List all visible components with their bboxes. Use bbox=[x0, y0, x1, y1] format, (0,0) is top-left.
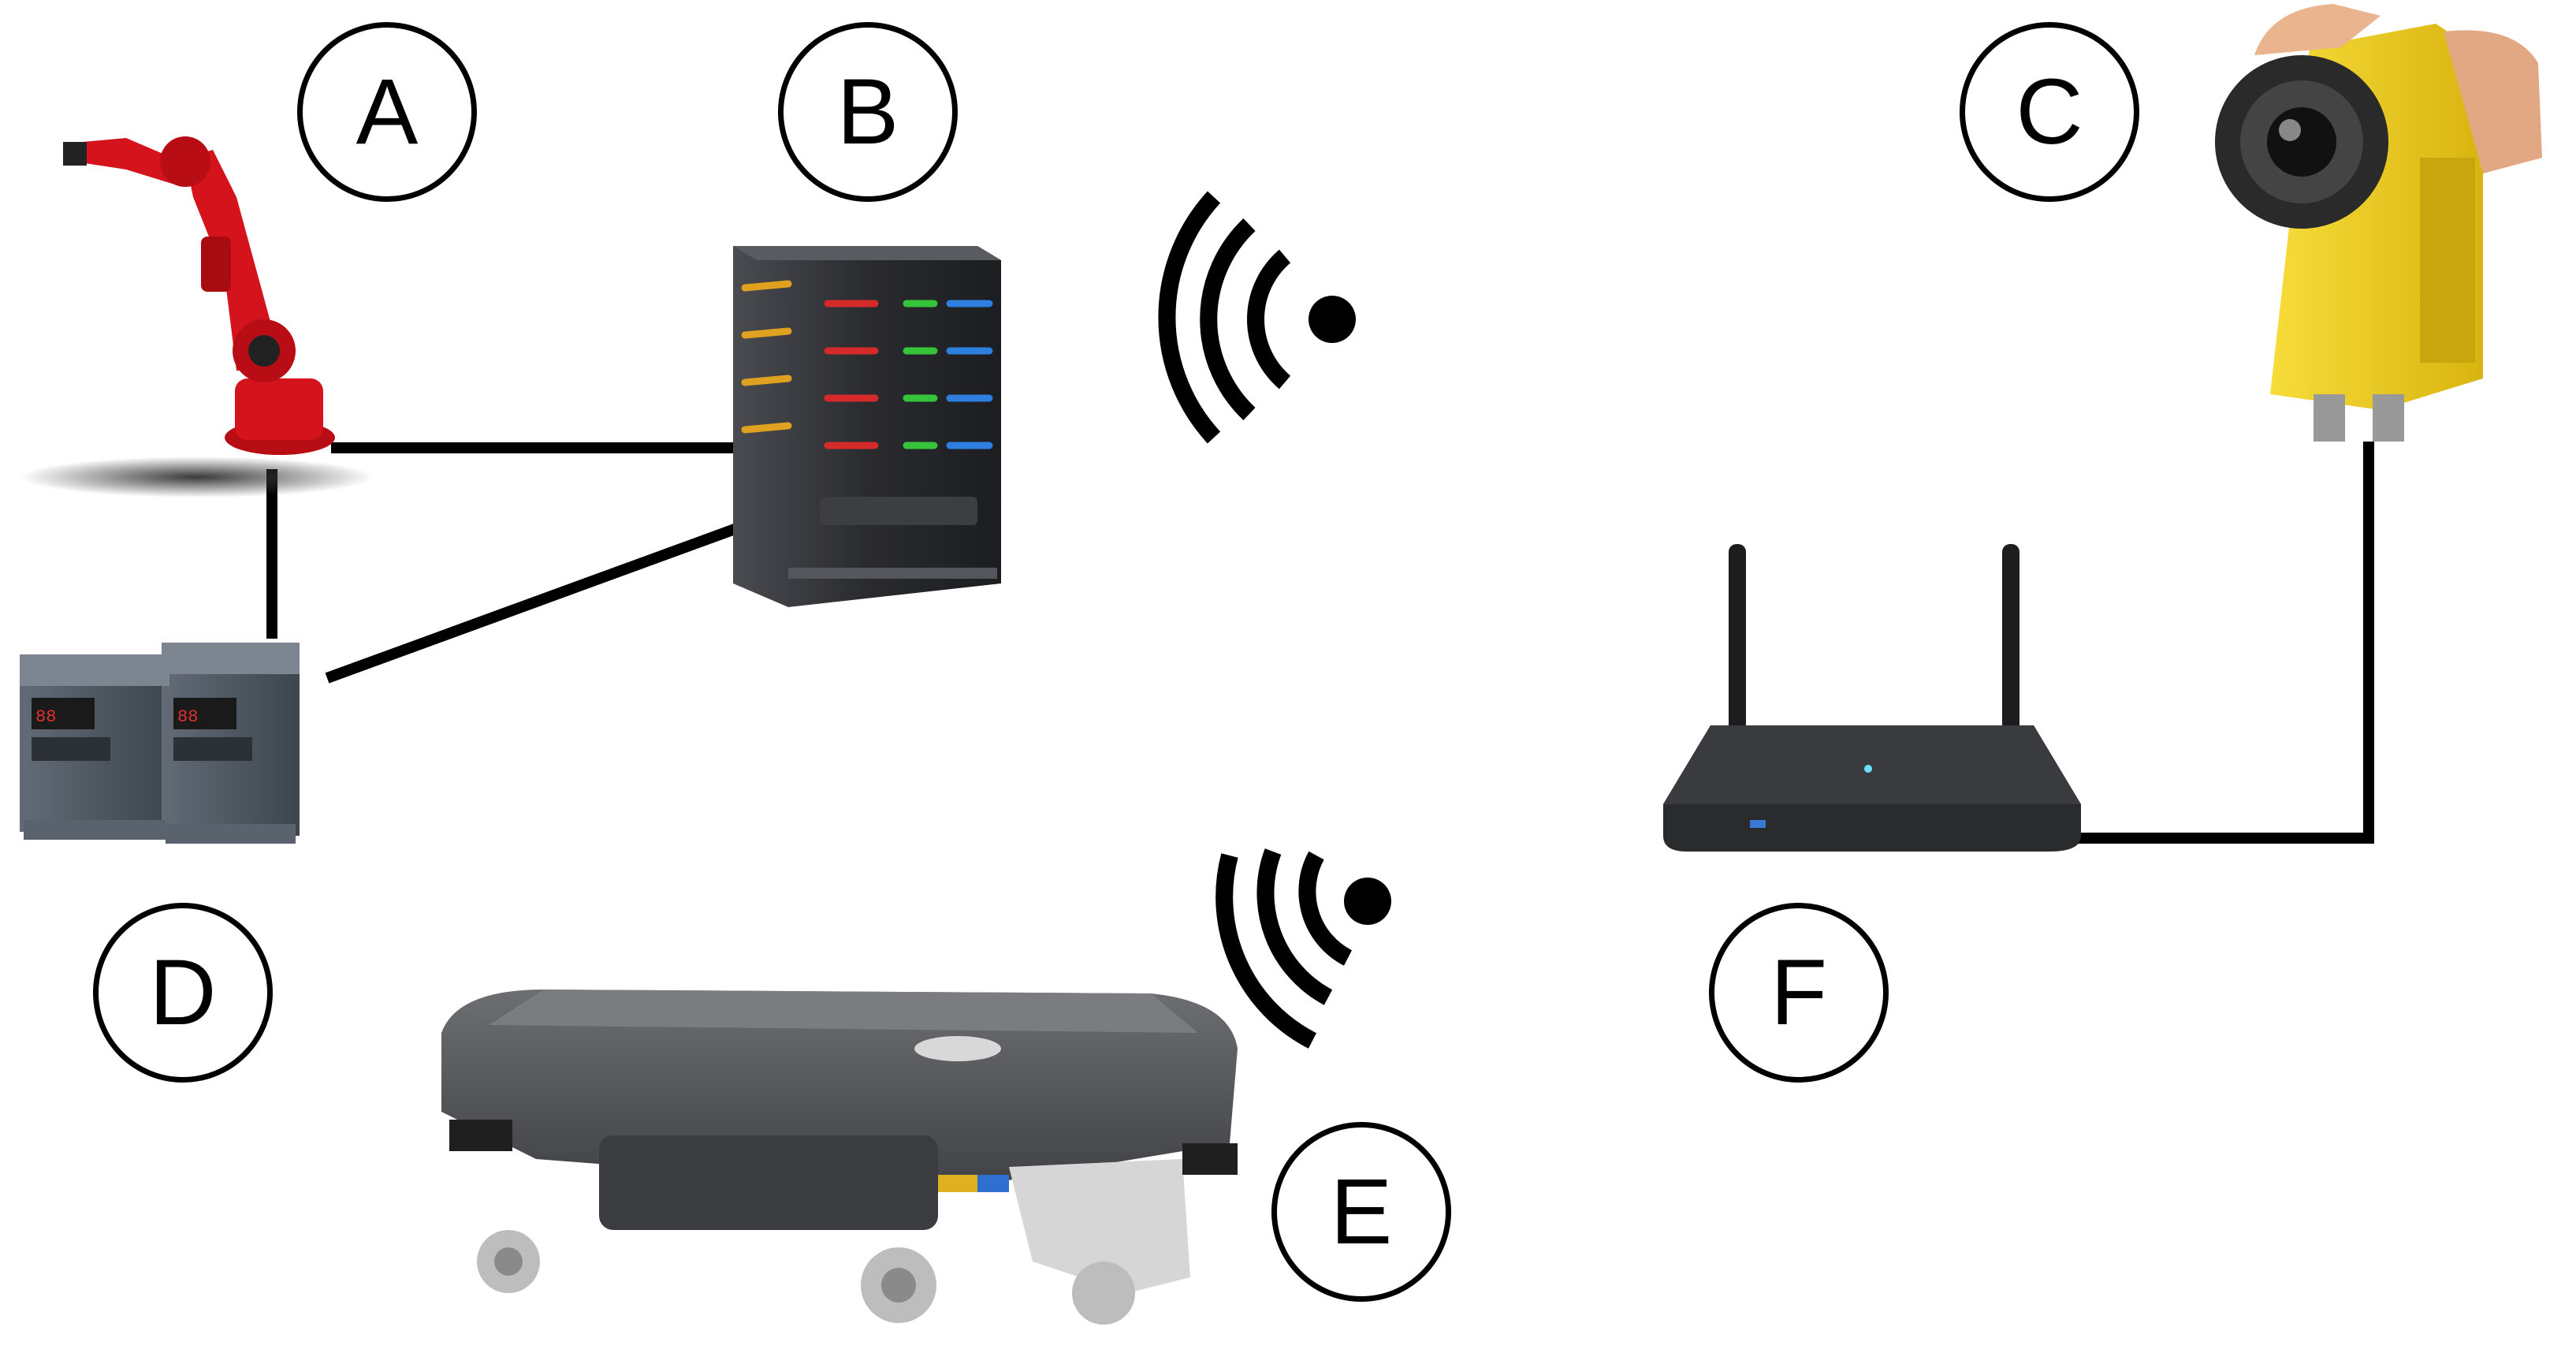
label-b: B bbox=[778, 22, 958, 202]
variable-frequency-drive-icon: 88 88 bbox=[20, 643, 300, 844]
label-f: F bbox=[1709, 903, 1889, 1083]
wifi-signal-icon-server bbox=[1158, 191, 1356, 444]
wifi-router-icon bbox=[1663, 544, 2081, 852]
svg-text:88: 88 bbox=[177, 707, 198, 727]
server-tower-icon bbox=[733, 246, 1001, 607]
mobile-robot-icon bbox=[441, 990, 1238, 1325]
machine-vision-camera-icon bbox=[2215, 4, 2542, 442]
label-a: A bbox=[297, 22, 477, 202]
connection-lines bbox=[266, 442, 2374, 844]
label-c: C bbox=[1960, 22, 2139, 202]
svg-text:88: 88 bbox=[35, 707, 56, 727]
wifi-signal-icon-mobile-robot bbox=[1215, 848, 1391, 1049]
label-e: E bbox=[1271, 1122, 1451, 1302]
link-drives-server bbox=[325, 523, 739, 684]
industrial-robot-arm-icon bbox=[20, 136, 374, 498]
link-camera-router bbox=[2043, 442, 2374, 844]
label-d: D bbox=[93, 903, 273, 1083]
